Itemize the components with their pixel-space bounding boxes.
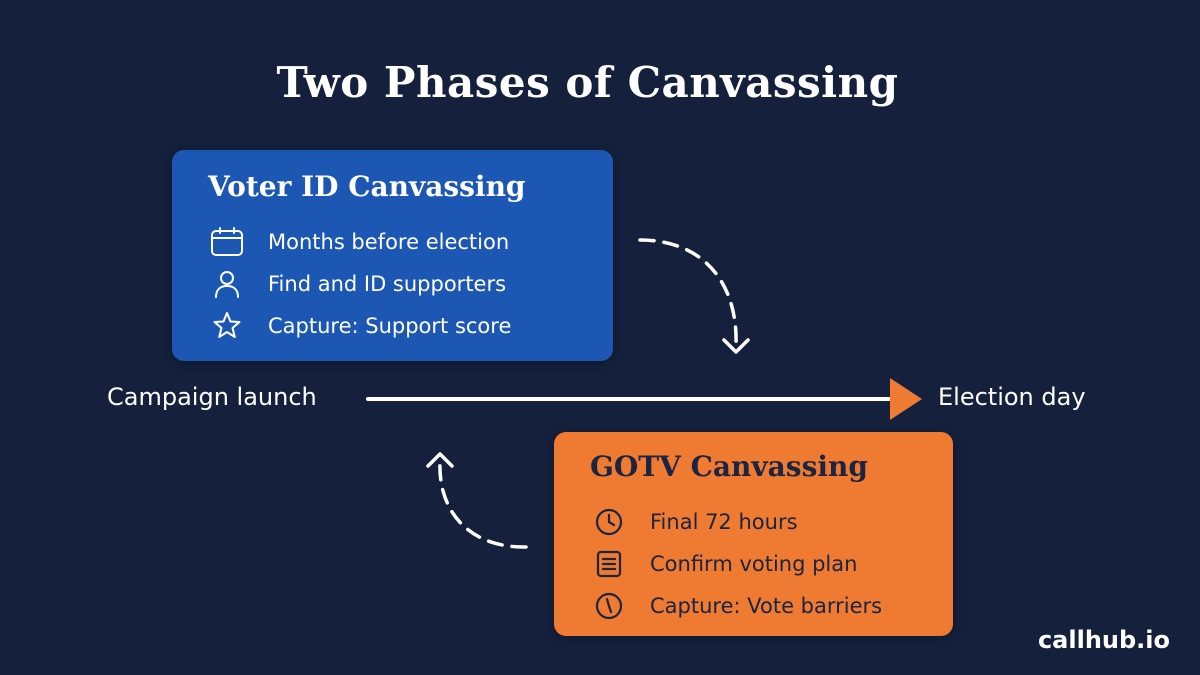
timeline-end-label: Election day — [938, 383, 1086, 411]
dashed-arrow-down — [638, 238, 738, 347]
timeline-arrowhead — [890, 378, 922, 420]
gotv-item-label: Final 72 hours — [650, 510, 798, 534]
dashed-arrow-up-head — [426, 452, 454, 468]
voter-id-item-label: Find and ID supporters — [268, 272, 507, 296]
voter-id-item-timing: Months before election — [210, 227, 509, 257]
gotv-card: GOTV Canvassing Final 72 hours Confirm v… — [554, 432, 953, 636]
timeline-start-label: Campaign launch — [107, 383, 317, 411]
gotv-item-label: Confirm voting plan — [650, 552, 858, 576]
list-icon — [592, 549, 626, 579]
voter-id-card: Voter ID Canvassing Months before electi… — [172, 150, 613, 361]
dashed-arrow-down-head — [722, 338, 750, 354]
gotv-item-goal: Confirm voting plan — [592, 549, 857, 579]
clock-icon — [592, 591, 626, 621]
voter-id-item-capture: Capture: Support score — [210, 311, 511, 341]
gotv-item-capture: Capture: Vote barriers — [592, 591, 882, 621]
voter-id-card-title: Voter ID Canvassing — [208, 170, 526, 203]
star-icon — [210, 311, 244, 341]
clock-icon — [592, 507, 626, 537]
person-icon — [210, 269, 244, 299]
voter-id-item-label: Capture: Support score — [268, 314, 512, 338]
diagram-title: Two Phases of Canvassing — [276, 58, 899, 107]
voter-id-item-label: Months before election — [268, 230, 510, 254]
gotv-card-title: GOTV Canvassing — [590, 450, 868, 483]
gotv-item-timing: Final 72 hours — [592, 507, 798, 537]
voter-id-item-goal: Find and ID supporters — [210, 269, 506, 299]
dashed-arrow-up — [438, 460, 528, 549]
brand-logo: callhub.io — [1037, 626, 1170, 654]
calendar-icon — [210, 227, 244, 257]
gotv-item-label: Capture: Vote barriers — [650, 594, 883, 618]
